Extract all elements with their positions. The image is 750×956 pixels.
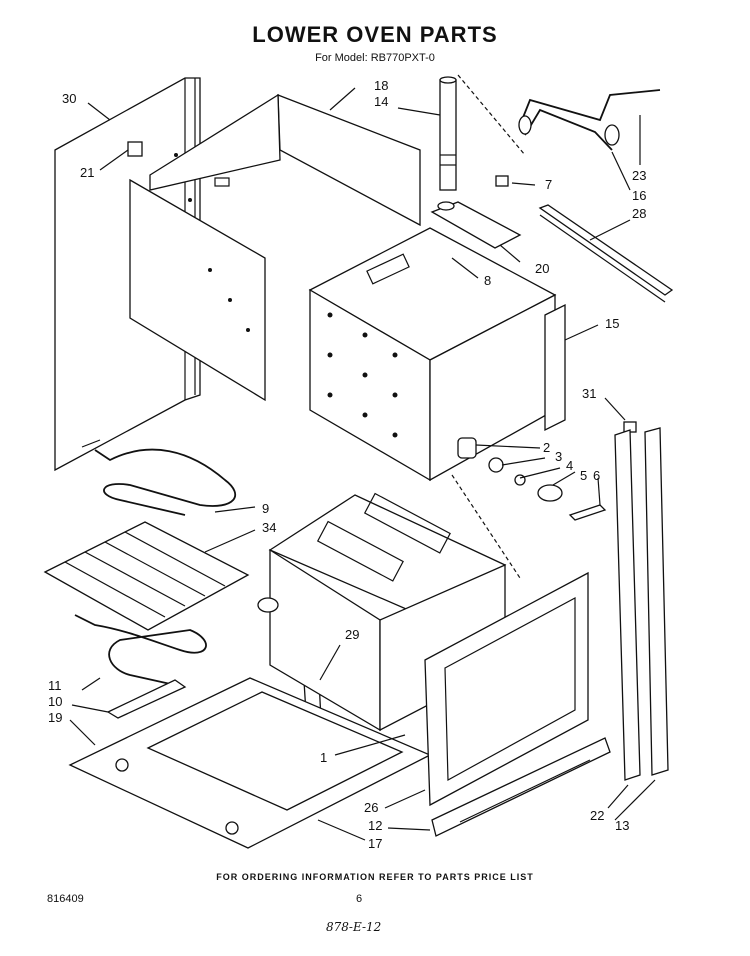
callout-9: 9	[262, 501, 269, 516]
part-23-flue-pipe	[518, 89, 661, 151]
callout-30: 30	[62, 91, 76, 106]
page-number: 6	[356, 893, 363, 905]
part-26-door-frame	[424, 571, 589, 807]
callout-34: 34	[262, 520, 276, 535]
part-18-side-panel	[129, 93, 421, 402]
page-title: LOWER OVEN PARTS	[252, 22, 498, 47]
callout-1: 1	[320, 750, 327, 765]
part-12-door-trim	[431, 737, 611, 837]
callout-29: 29	[345, 627, 359, 642]
ordering-info-note: FOR ORDERING INFORMATION REFER TO PARTS …	[216, 872, 534, 882]
light-assembly-parts-2-6	[457, 437, 607, 521]
callout-28: 28	[632, 206, 646, 221]
part-7-clip	[495, 175, 509, 187]
callout-13: 13	[615, 818, 629, 833]
part-11-broil-element	[74, 614, 207, 686]
callout-14: 14	[374, 94, 388, 109]
part-20-vent-duct	[430, 201, 522, 249]
callout-26: 26	[364, 800, 378, 815]
callout-15: 15	[605, 316, 619, 331]
callout-2: 2	[543, 440, 550, 455]
part-1-oven-cavity	[257, 492, 507, 732]
callout-22: 22	[590, 808, 604, 823]
part-19-bottom-panel	[68, 677, 432, 849]
part-15-oven-liner	[308, 227, 566, 482]
callout-5: 5	[580, 468, 587, 483]
callout-31: 31	[582, 386, 596, 401]
leader-lines	[69, 74, 656, 841]
callout-11: 11	[48, 678, 62, 693]
part-21-bracket	[127, 141, 143, 157]
callout-17: 17	[368, 836, 382, 851]
callout-21: 21	[80, 165, 94, 180]
model-subtitle: For Model: RB770PXT-0	[315, 52, 435, 64]
callout-16: 16	[632, 188, 646, 203]
part-34-oven-rack	[43, 521, 250, 631]
callout-6: 6	[593, 468, 600, 483]
handwritten-code: 878-E-12	[326, 920, 382, 934]
callout-12: 12	[368, 818, 382, 833]
callout-3: 3	[555, 449, 562, 464]
part-28-trim-strip	[538, 204, 674, 303]
document-number: 816409	[47, 893, 84, 905]
part-14-vent-tube	[439, 76, 457, 191]
callout-7: 7	[545, 177, 552, 192]
part-22-13-door-seals	[614, 427, 669, 781]
callout-labels: 30 18 14 21 7 23 16 28 20 8 15 31 2 3 4 …	[48, 78, 646, 851]
callout-23: 23	[632, 168, 646, 183]
part-9-bake-element	[81, 439, 237, 516]
callout-8: 8	[484, 273, 491, 288]
callout-4: 4	[566, 458, 573, 473]
callout-19: 19	[48, 710, 62, 725]
callout-20: 20	[535, 261, 549, 276]
callout-10: 10	[48, 694, 62, 709]
callout-18: 18	[374, 78, 388, 93]
part-10-bracket	[106, 679, 187, 719]
